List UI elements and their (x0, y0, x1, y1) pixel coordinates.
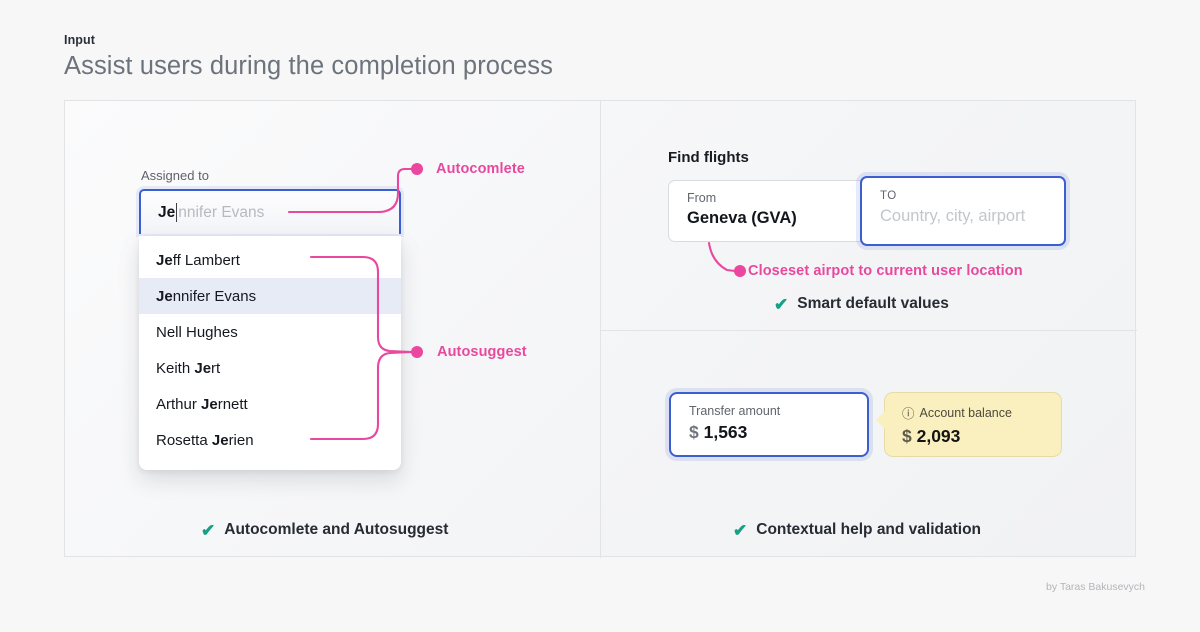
list-item-label-tail: rt (211, 359, 221, 377)
flight-search-row: From Geneva (GVA) TO Country, city, airp… (668, 176, 1066, 246)
check-icon: ✔ (733, 520, 748, 540)
transfer-amount-value: $ 1,563 (689, 422, 867, 443)
autosuggest-dropdown[interactable]: Jeff Lambert Jennifer Evans Nell Hughes … (139, 236, 401, 470)
currency-symbol: $ (689, 422, 699, 442)
input-typed-text: Je (158, 203, 176, 221)
assigned-to-label: Assigned to (141, 168, 209, 183)
info-icon: ⓘ (902, 407, 915, 421)
list-item[interactable]: Jennifer Evans (139, 278, 401, 314)
list-item-label: Arthur (156, 395, 202, 413)
account-balance-label-row: ⓘ Account balance (902, 403, 1061, 422)
amount-number: 2,093 (916, 426, 961, 446)
to-field[interactable]: TO Country, city, airport (860, 176, 1066, 246)
list-item[interactable]: Nell Hughes (139, 314, 401, 350)
to-field-label: TO (880, 190, 897, 202)
list-item-label: nnifer Evans (172, 287, 257, 305)
caption-autocomplete-autosuggest: ✔ Autocomlete and Autosuggest (201, 521, 448, 539)
find-flights-heading: Find flights (668, 149, 749, 166)
check-icon: ✔ (201, 520, 216, 540)
from-field[interactable]: From Geneva (GVA) (668, 180, 864, 242)
list-item[interactable]: Keith Jert (139, 350, 401, 386)
panel-vertical-divider (600, 101, 601, 558)
author-credit: by Taras Bakusevych (1046, 581, 1146, 593)
caption-label: Autocomlete and Autosuggest (224, 521, 449, 538)
to-field-placeholder: Country, city, airport (880, 207, 1026, 225)
match-highlight: Je (201, 395, 218, 413)
list-item[interactable]: Arthur Jernett (139, 386, 401, 422)
match-highlight: Je (211, 431, 229, 449)
from-field-label: From (687, 191, 717, 205)
annotation-closest-airport: Closeset airpot to current user location (748, 263, 1023, 279)
match-highlight: Je (194, 359, 212, 377)
list-item-label: ff Lambert (172, 251, 240, 269)
list-item-label: Nell Hughes (156, 323, 238, 341)
caption-contextual-help: ✔ Contextual help and validation (733, 521, 981, 539)
text-caret (176, 203, 178, 222)
assigned-to-input[interactable]: Je nnifer Evans (139, 189, 401, 234)
account-balance-value: $ 2,093 (902, 426, 1061, 447)
list-item-label: Keith (156, 359, 195, 377)
amount-number: 1,563 (703, 422, 748, 442)
check-icon: ✔ (774, 294, 789, 314)
transfer-amount-label: Transfer amount (689, 404, 781, 418)
annotation-autocomplete: Autocomlete (436, 161, 525, 177)
list-item-label-tail: rien (228, 431, 254, 449)
tooltip-tail (876, 411, 885, 429)
list-item-label-tail: rnett (217, 395, 248, 413)
transfer-amount-field[interactable]: Transfer amount $ 1,563 (669, 392, 869, 457)
panel-horizontal-divider (600, 330, 1137, 331)
input-ghost-completion: nnifer Evans (178, 203, 265, 221)
from-field-value: Geneva (GVA) (687, 209, 797, 227)
caption-label: Contextual help and validation (756, 521, 982, 538)
match-highlight: Je (156, 287, 173, 305)
account-balance-label: Account balance (919, 405, 1012, 420)
page-title: Assist users during the completion proce… (64, 52, 553, 80)
list-item-label: Rosetta (156, 431, 212, 449)
page-kicker: Input (64, 33, 96, 47)
list-item[interactable]: Jeff Lambert (139, 242, 401, 278)
currency-symbol: $ (902, 426, 912, 446)
account-balance-tooltip: ⓘ Account balance $ 2,093 (876, 392, 1062, 457)
annotation-autosuggest: Autosuggest (437, 344, 527, 360)
list-item[interactable]: Rosetta Jerien (139, 422, 401, 458)
caption-label: Smart default values (797, 295, 949, 312)
match-highlight: Je (156, 251, 173, 269)
caption-smart-defaults: ✔ Smart default values (774, 295, 949, 313)
